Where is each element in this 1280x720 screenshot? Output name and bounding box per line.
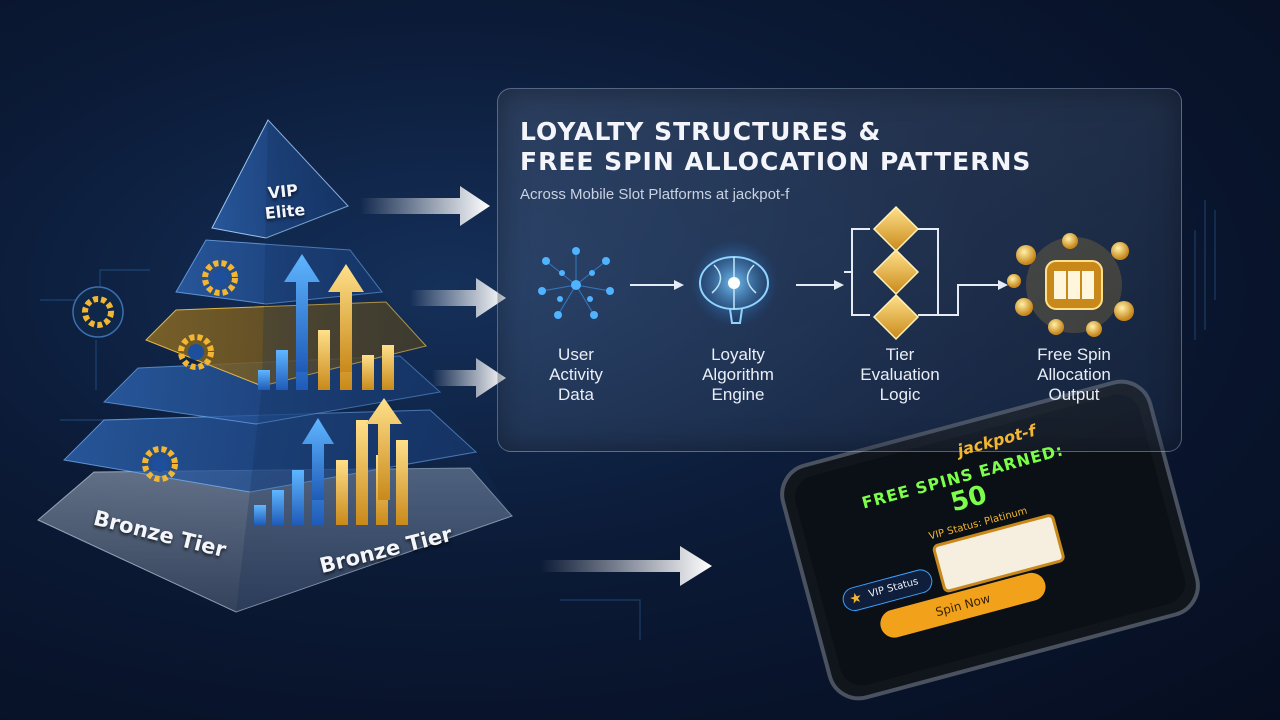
tier-platinum	[175, 239, 383, 305]
panel-title-line1: LOYALTY STRUCTURES &	[520, 117, 882, 146]
step-label-user-activity: User Activity Data	[549, 345, 603, 404]
gear-icon	[142, 446, 178, 482]
arrow-right-icon	[410, 278, 506, 318]
tier-middle	[102, 355, 442, 425]
gear-icon	[72, 286, 124, 338]
tier-gold	[145, 301, 427, 387]
tier-label-vip-elite: VIP Elite	[263, 180, 307, 224]
flow-arrows-left	[360, 186, 712, 586]
step-label-free-spin-output: Free Spin Allocation Output	[1037, 345, 1111, 404]
tier-bronze	[37, 467, 513, 613]
arrow-up-icon	[284, 254, 320, 372]
arrow-right-icon	[360, 186, 490, 226]
process-panel: LOYALTY STRUCTURES & FREE SPIN ALLOCATIO…	[497, 88, 1182, 452]
star-icon: ★	[847, 588, 864, 608]
arrow-up-icon	[366, 398, 402, 500]
bar-chart-icon-upper	[258, 254, 394, 390]
arrow-up-icon	[328, 264, 364, 372]
slot-machine-coins-icon	[1007, 233, 1134, 337]
arrow-up-icon	[302, 418, 334, 500]
tier-vip-elite	[211, 119, 349, 239]
step-label-loyalty-engine: Loyalty Algorithm Engine	[702, 345, 774, 404]
vip-badge-label: VIP Status	[867, 576, 920, 600]
bar-chart-icon-lower	[254, 398, 408, 525]
arrow-right-icon	[540, 546, 712, 586]
gear-icon	[178, 334, 214, 370]
process-flow	[538, 205, 1134, 341]
arrow-right-icon	[432, 358, 506, 398]
gear-icon	[202, 260, 238, 296]
panel-title-line2: FREE SPIN ALLOCATION PATTERNS	[520, 147, 1032, 176]
step-label-tier-evaluation: Tier Evaluation Logic	[860, 345, 940, 404]
network-nodes-icon	[538, 247, 614, 319]
panel-subtitle: Across Mobile Slot Platforms at jackpot-…	[520, 186, 790, 203]
tier-silver	[62, 409, 478, 493]
brain-icon	[690, 239, 778, 327]
diamond-decision-icon	[844, 205, 939, 341]
